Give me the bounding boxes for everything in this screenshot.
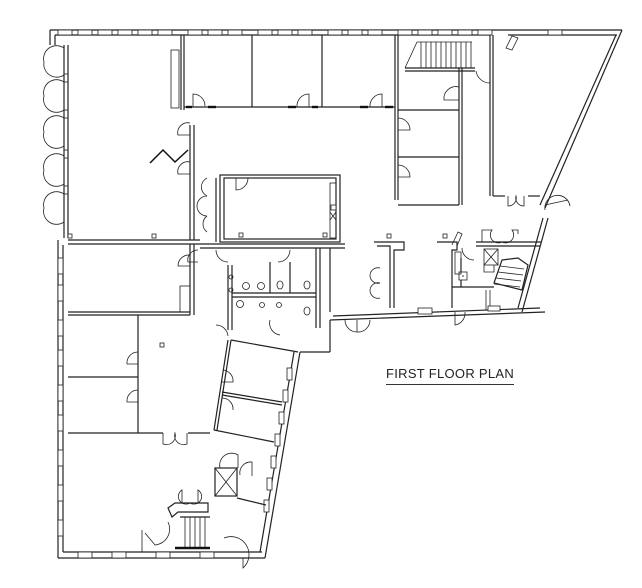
- conference-room: [196, 174, 345, 249]
- top-offices: [184, 35, 399, 200]
- ne-room: [493, 194, 571, 211]
- drawing-title: FIRST FLOOR PLAN: [386, 366, 515, 385]
- south-stair-elevator: [141, 452, 267, 569]
- nw-room: [68, 35, 200, 245]
- left-windows: [57, 257, 215, 559]
- east-stair-core: [452, 229, 541, 312]
- exterior-walls: [49, 29, 623, 559]
- top-windows: [57, 29, 563, 36]
- north-stair-offices: [397, 35, 519, 206]
- restrooms: [187, 248, 331, 337]
- southeast-offices: [213, 339, 299, 513]
- left-bay-doors: [43, 45, 157, 239]
- central-east-rooms: [344, 231, 466, 333]
- west-offices: [68, 244, 210, 446]
